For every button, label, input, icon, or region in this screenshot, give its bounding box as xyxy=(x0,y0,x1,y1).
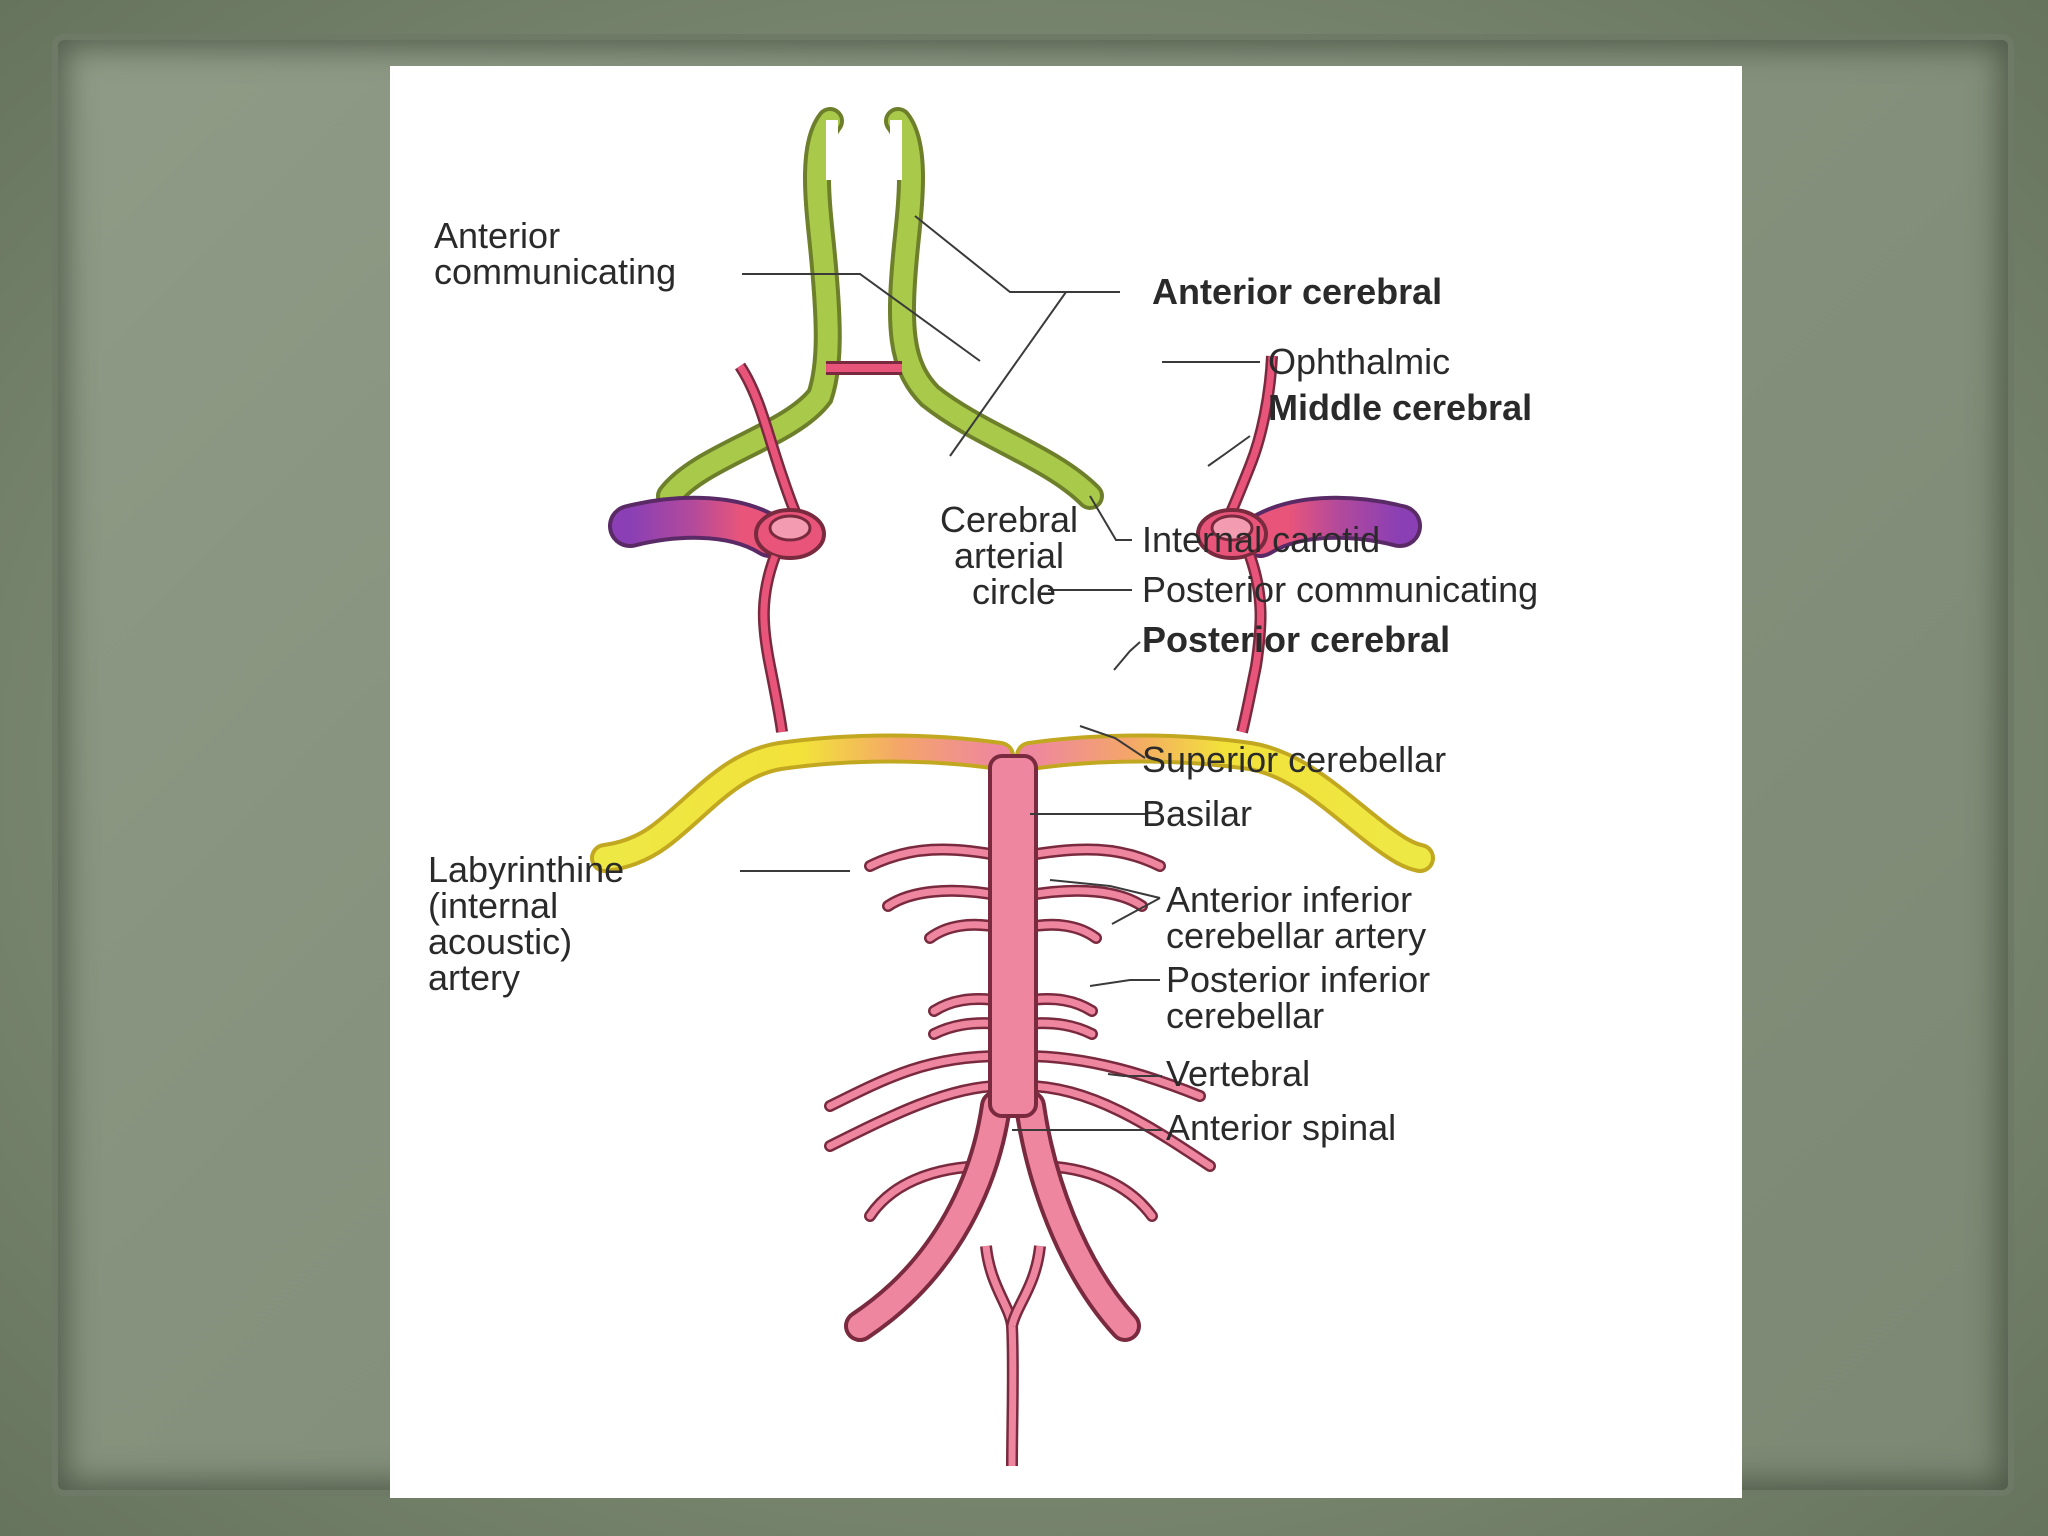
leader-lines xyxy=(740,215,1260,1131)
circle-of-willis-diagram: Anterior communicating Anterior cerebral… xyxy=(428,107,1538,1467)
label-ophthalmic: Ophthalmic xyxy=(1268,341,1450,382)
label-posterior-inferior-cerebellar: Posterior inferior cerebellar xyxy=(1166,959,1440,1036)
label-vertebral: Vertebral xyxy=(1166,1053,1310,1094)
label-posterior-communicating: Posterior communicating xyxy=(1142,569,1538,610)
posterior-cerebral-arteries xyxy=(590,733,1435,873)
label-labyrinthine: Labyrinthine (internal acoustic) artery xyxy=(428,849,634,998)
label-basilar: Basilar xyxy=(1142,793,1252,834)
label-superior-cerebellar: Superior cerebellar xyxy=(1142,739,1446,780)
label-internal-carotid: Internal carotid xyxy=(1142,519,1380,560)
label-anterior-inferior-cerebellar: Anterior inferior cerebellar artery xyxy=(1166,879,1426,956)
basilar-artery-system xyxy=(824,754,1216,1467)
label-posterior-cerebral: Posterior cerebral xyxy=(1142,619,1450,660)
labels: Anterior communicating Anterior cerebral… xyxy=(428,215,1538,1148)
figure-panel: Anterior communicating Anterior cerebral… xyxy=(390,66,1742,1498)
label-anterior-spinal: Anterior spinal xyxy=(1166,1107,1396,1148)
label-anterior-communicating: Anterior communicating xyxy=(434,215,676,292)
internal-carotid-arteries xyxy=(754,508,1268,560)
label-cerebral-arterial-circle: Cerebral arterial circle xyxy=(940,499,1088,612)
anterior-cerebral-arteries xyxy=(656,107,1104,510)
label-middle-cerebral: Middle cerebral xyxy=(1268,387,1532,428)
posterior-communicating-arteries xyxy=(757,553,1267,734)
label-anterior-cerebral: Anterior cerebral xyxy=(1152,271,1442,312)
